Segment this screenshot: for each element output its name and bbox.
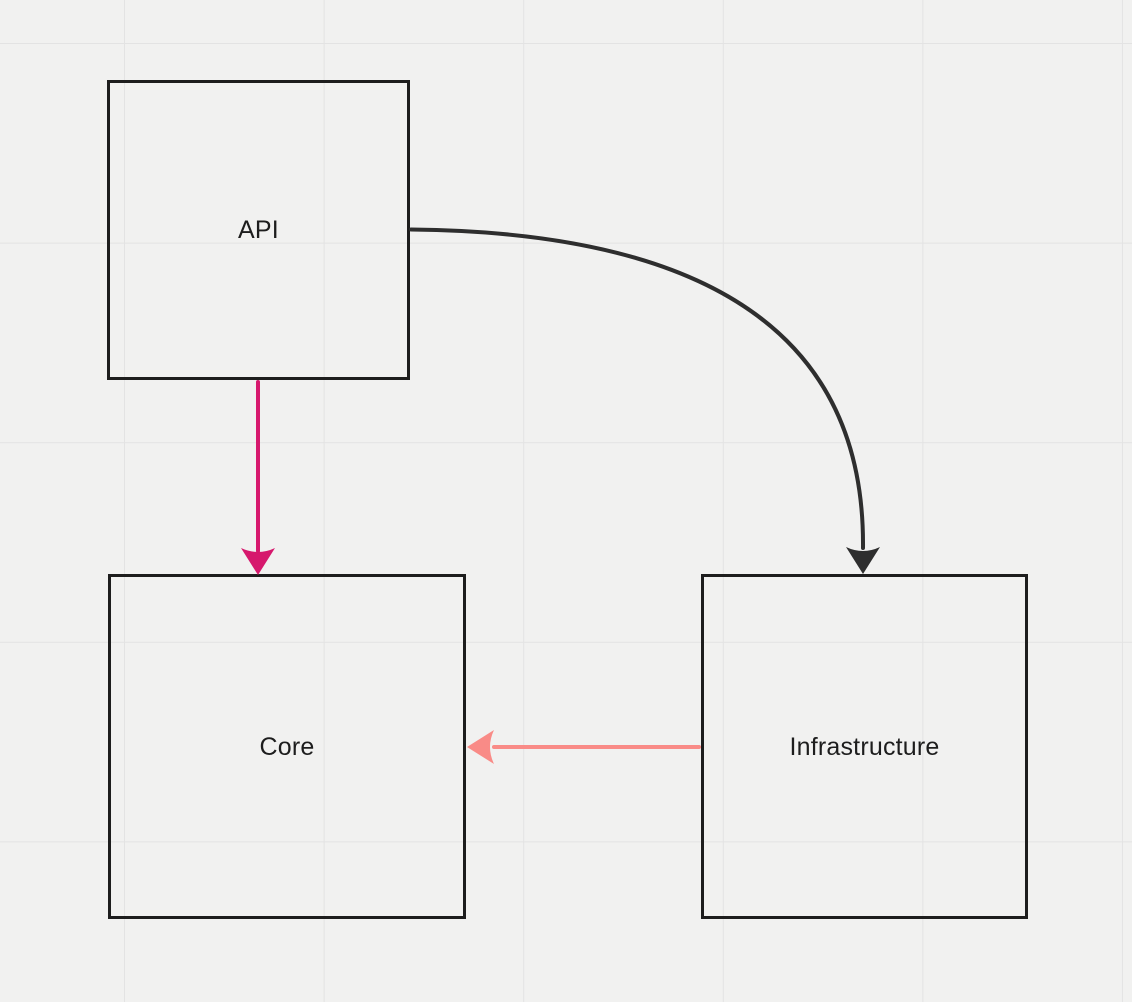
node-infrastructure-label: Infrastructure <box>789 732 940 761</box>
arrowhead-down-icon <box>241 548 275 575</box>
node-infrastructure[interactable]: Infrastructure <box>701 574 1028 919</box>
edge-api-to-infrastructure-line[interactable] <box>409 227 866 550</box>
edge-api-to-infrastructure[interactable] <box>409 227 880 575</box>
node-api-label: API <box>238 216 279 244</box>
edge-api-to-core[interactable] <box>241 380 275 575</box>
arrowhead-left-icon <box>467 730 494 764</box>
node-api[interactable]: API <box>107 80 410 380</box>
edge-infrastructure-to-core[interactable] <box>467 730 701 764</box>
node-core[interactable]: Core <box>108 574 466 919</box>
node-core-label: Core <box>259 732 315 761</box>
arrowhead-down-icon <box>846 547 880 574</box>
